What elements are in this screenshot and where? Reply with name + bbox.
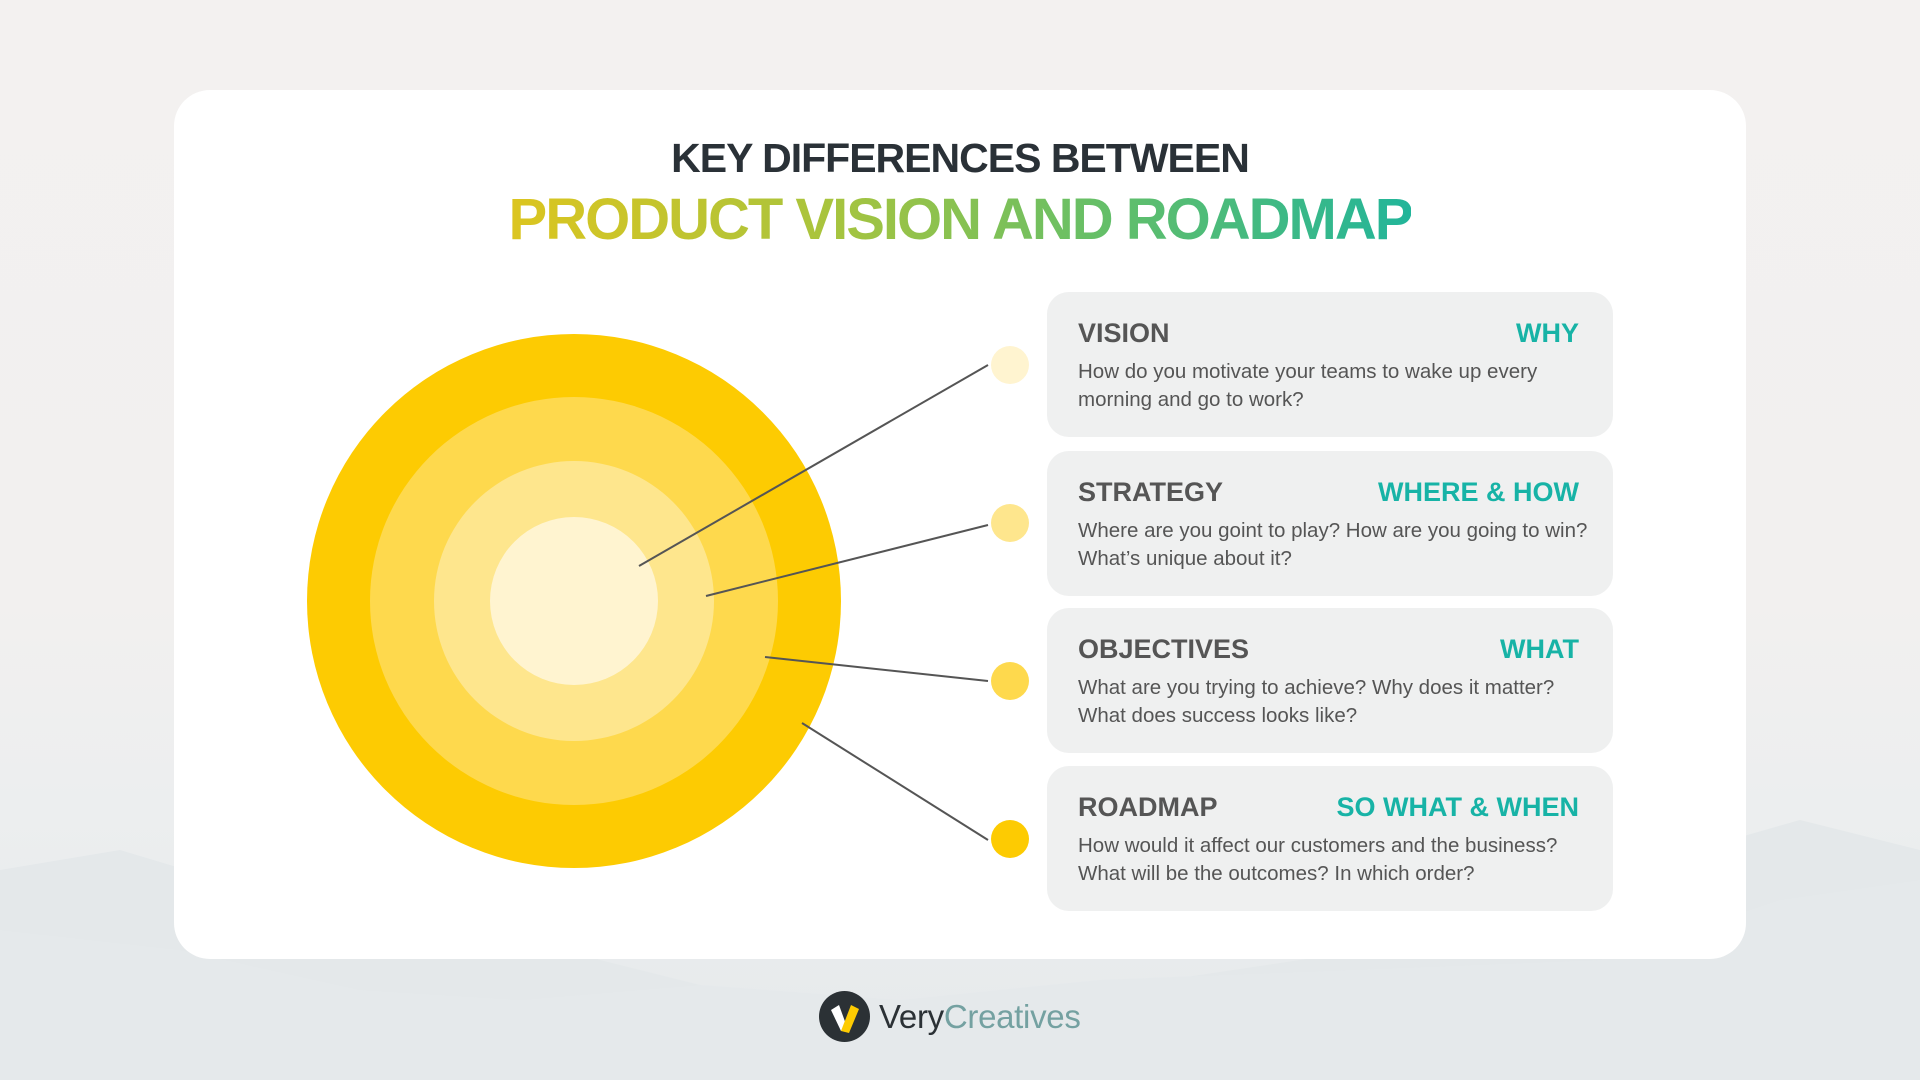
ring-vision (490, 517, 658, 685)
card-description: Where are you goint to play? How are you… (1078, 519, 1588, 570)
title-line-1: KEY DIFFERENCES BETWEEN (671, 135, 1250, 181)
title-line-2: PRODUCT VISION AND ROADMAP (0, 188, 1920, 252)
dot-roadmap (991, 820, 1029, 858)
card-tag: WHAT (1500, 634, 1579, 664)
connector-line-objectives (764, 656, 989, 682)
card-vision: VISION WHY How do you motivate your team… (1047, 292, 1613, 437)
connector-line-vision (638, 364, 989, 567)
card-label: ROADMAP (1078, 792, 1218, 822)
title-gradient-text: PRODUCT VISION AND ROADMAP (508, 187, 1414, 252)
card-description: What are you trying to achieve? Why does… (1078, 676, 1555, 727)
card-tag: SO WHAT & WHEN (1336, 792, 1579, 822)
card-strategy: STRATEGY WHERE & HOW Where are you goint… (1047, 451, 1613, 596)
dot-strategy (991, 504, 1029, 542)
v-check-logo-icon (819, 991, 870, 1042)
card-tag: WHERE & HOW (1378, 477, 1579, 507)
card-roadmap: ROADMAP SO WHAT & WHEN How would it affe… (1047, 766, 1613, 911)
connector-line-strategy (705, 524, 989, 597)
brand-name: VeryCreatives (879, 997, 1081, 1037)
card-label: OBJECTIVES (1078, 634, 1250, 664)
card-objectives: OBJECTIVES WHAT What are you trying to a… (1047, 608, 1613, 753)
brand-name-very: Very (879, 997, 944, 1035)
dot-vision (991, 346, 1029, 384)
brand-name-creatives: Creatives (943, 997, 1081, 1035)
card-description: How would it affect our customers and th… (1078, 834, 1558, 885)
card-label: STRATEGY (1078, 477, 1224, 507)
card-description: How do you motivate your teams to wake u… (1078, 360, 1538, 411)
brand-logo: VeryCreatives (819, 991, 1081, 1042)
connector-line-roadmap (801, 722, 989, 841)
card-tag: WHY (1516, 318, 1579, 348)
dot-objectives (991, 662, 1029, 700)
card-label: VISION (1078, 318, 1170, 348)
